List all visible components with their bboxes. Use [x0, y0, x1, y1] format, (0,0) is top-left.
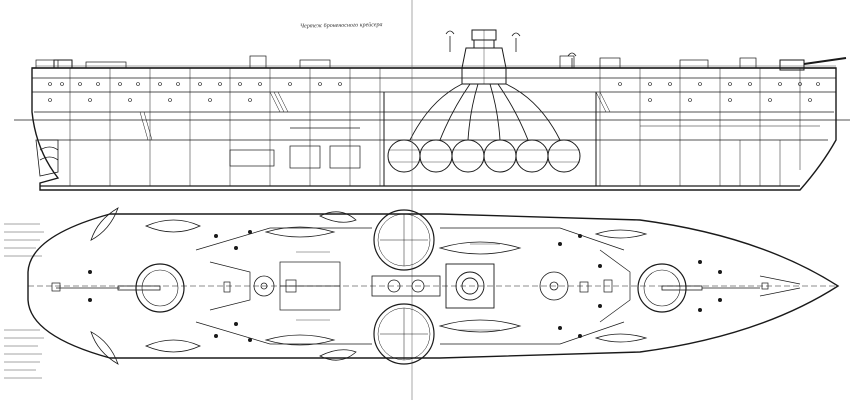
deck-fittings: [35, 55, 836, 69]
plan-hull-outline: [27, 213, 840, 359]
aft-diagonals: [195, 227, 372, 345]
funnel-base-plan: [445, 263, 495, 309]
forward-compartments: [640, 125, 820, 186]
skylight-aft: [279, 261, 341, 311]
portholes: [48, 82, 820, 102]
legend-marks: [4, 223, 44, 379]
side-profile-view: [14, 29, 850, 191]
central-casing: [371, 275, 441, 297]
frame-lines: [69, 68, 801, 186]
midship-turret-bottom: [373, 303, 435, 365]
forward-diagonals: [440, 227, 631, 345]
stern-detail: [35, 139, 59, 177]
anchor-gear: [759, 275, 801, 297]
plan-bollards: [88, 230, 722, 342]
midship-turret-top: [373, 209, 435, 271]
plan-label-marks: [296, 243, 500, 331]
aft-gun-profile: [53, 59, 73, 69]
forward-gun-profile: [779, 57, 847, 71]
funnel: [461, 29, 507, 85]
deck-plan-view: [4, 207, 840, 379]
aft-turret: [56, 263, 185, 313]
boilers: [387, 139, 581, 173]
forward-turret: [637, 263, 760, 313]
ventilators-plan: [253, 271, 569, 301]
engine-room: [229, 127, 361, 169]
ladders: [139, 91, 611, 141]
boiler-uptakes: [409, 83, 561, 141]
ventilators: [445, 30, 577, 68]
plan-fittings: [51, 279, 769, 293]
